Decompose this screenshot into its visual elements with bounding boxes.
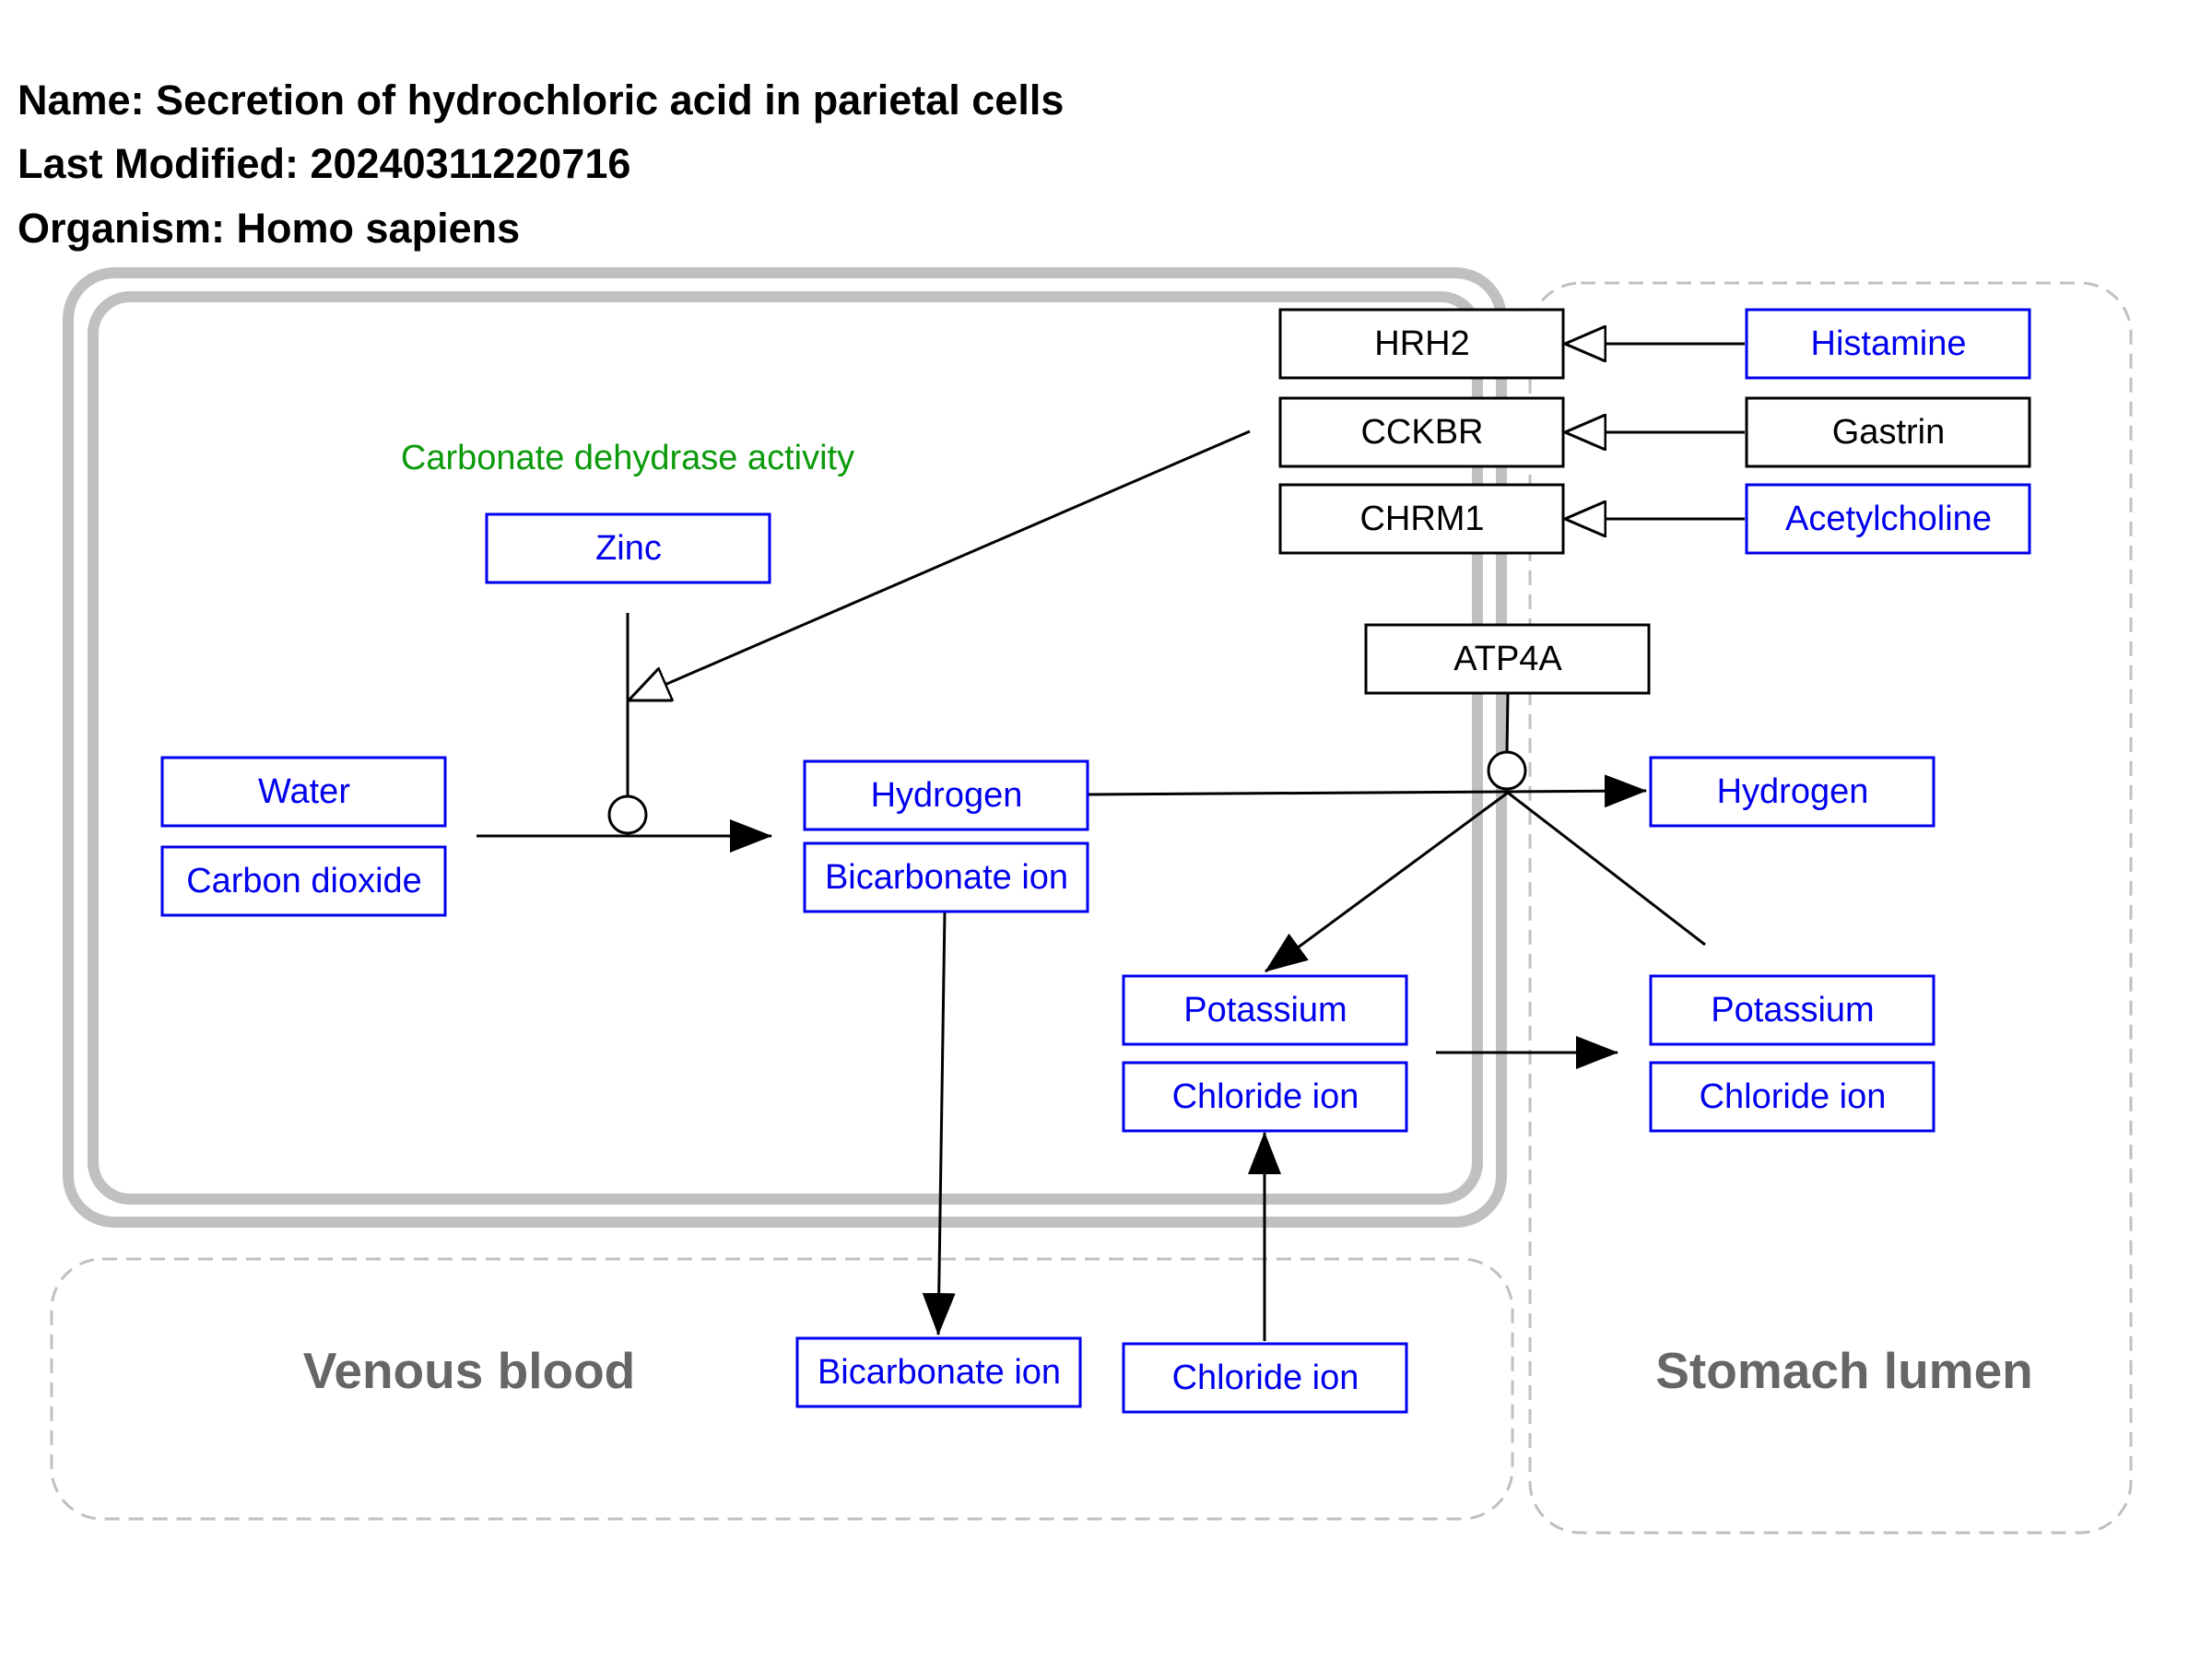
bicarbonate-blood-label: Bicarbonate ion	[818, 1353, 1061, 1392]
metabolite-bicarbonate-blood[interactable]: Bicarbonate ion	[795, 1336, 1082, 1408]
last-modified: Last Modified: 20240311220716	[18, 140, 631, 187]
hydrogen-cell-label: Hydrogen	[871, 776, 1023, 815]
metabolite-potassium-cell[interactable]: Potassium	[1122, 974, 1408, 1046]
gastrin-label: Gastrin	[1832, 413, 1945, 452]
zinc-label: Zinc	[595, 529, 662, 568]
venous-blood-compartment	[50, 1257, 1514, 1521]
metabolite-chloride-cell[interactable]: Chloride ion	[1122, 1061, 1408, 1133]
bicarbonate-efflux	[922, 912, 956, 1335]
potassium-uptake-line	[1507, 791, 1706, 947]
hydrogen-transport	[1087, 774, 1647, 808]
cckbr-stimulation	[629, 429, 1251, 700]
gene-product-chrm1[interactable]: CHRM1	[1278, 483, 1565, 555]
carbon-dioxide-label: Carbon dioxide	[186, 862, 422, 900]
potassium-uptake-arrow	[1265, 791, 1509, 973]
stomach-lumen-label: Stomach lumen	[1655, 1342, 2033, 1399]
zinc-catalysis-anchor	[607, 794, 648, 835]
metabolite-chloride-lumen[interactable]: Chloride ion	[1649, 1061, 1936, 1133]
hydrogen-lumen-label: Hydrogen	[1717, 772, 1869, 811]
atp4a-label: ATP4A	[1453, 640, 1562, 678]
venous-blood-label: Venous blood	[303, 1342, 636, 1399]
atp4a-catalysis-anchor	[1487, 750, 1527, 791]
histamine-label: Histamine	[1811, 324, 1967, 363]
chloride-blood-label: Chloride ion	[1172, 1359, 1359, 1397]
metabolite-zinc[interactable]: Zinc	[485, 512, 771, 584]
metabolite-potassium-lumen[interactable]: Potassium	[1649, 974, 1936, 1046]
gene-product-gastrin[interactable]: Gastrin	[1745, 396, 2031, 468]
metabolite-acetylcholine[interactable]: Acetylcholine	[1745, 483, 2031, 555]
metabolite-chloride-blood[interactable]: Chloride ion	[1122, 1342, 1408, 1414]
chloride-cell-label: Chloride ion	[1172, 1077, 1359, 1116]
bicarbonate-cell-label: Bicarbonate ion	[825, 858, 1068, 897]
metabolite-carbon-dioxide[interactable]: Carbon dioxide	[160, 845, 447, 917]
water-label: Water	[258, 772, 350, 811]
metabolite-histamine[interactable]: Histamine	[1745, 308, 2031, 380]
carbonate-dehydrase-label: Carbonate dehydrase activity	[401, 439, 854, 477]
parietal-cell-outer-membrane	[63, 267, 1507, 1228]
interactions	[477, 344, 1745, 1341]
metabolite-hydrogen-cell[interactable]: Hydrogen	[803, 759, 1089, 831]
chrm1-label: CHRM1	[1359, 500, 1484, 538]
cckbr-label: CCKBR	[1360, 413, 1483, 452]
gene-product-hrh2[interactable]: HRH2	[1278, 308, 1565, 380]
gene-product-cckbr[interactable]: CCKBR	[1278, 396, 1565, 468]
stomach-lumen-compartment	[1528, 281, 2133, 1535]
metabolite-bicarbonate-cell[interactable]: Bicarbonate ion	[803, 841, 1089, 913]
hrh2-label: HRH2	[1374, 324, 1469, 363]
gene-product-atp4a[interactable]: ATP4A	[1364, 623, 1651, 695]
potassium-cell-label: Potassium	[1183, 991, 1347, 1030]
metabolite-hydrogen-lumen[interactable]: Hydrogen	[1649, 756, 1936, 828]
pathway-name: Name: Secretion of hydrochloric acid in …	[18, 76, 1065, 124]
potassium-lumen-label: Potassium	[1711, 991, 1874, 1030]
metabolite-water[interactable]: Water	[160, 756, 447, 828]
chloride-lumen-label: Chloride ion	[1700, 1077, 1887, 1116]
atp4a-catalysis-line	[1505, 693, 1510, 754]
acetylcholine-label: Acetylcholine	[1785, 500, 1992, 538]
organism: Organism: Homo sapiens	[18, 205, 521, 252]
parietal-cell-inner-membrane	[88, 291, 1483, 1205]
